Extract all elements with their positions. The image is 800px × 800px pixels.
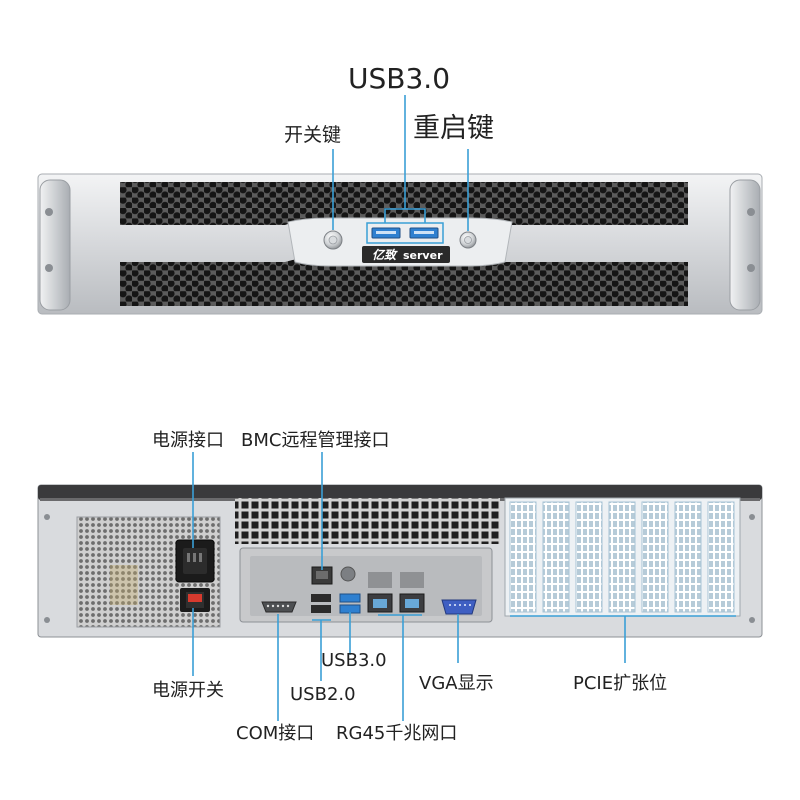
brand-logo-en: server [403,249,443,262]
com-port[interactable] [261,601,297,613]
pcie-slot-6[interactable] [674,501,702,613]
usb30-port-rear-2[interactable] [339,604,361,614]
power-switch-label: 电源开关 [152,680,224,701]
usb20-port-1[interactable] [311,594,331,602]
brand-logo-cn: 亿致 [372,248,398,262]
power-switch[interactable] [180,588,210,612]
usb30-ports-rear [339,593,361,614]
rear-usb30-label: USB3.0 [321,650,387,671]
power-key-label: 开关键 [284,124,341,146]
front-usb30-ports [366,222,444,244]
reset-button[interactable] [459,231,477,249]
vga-label: VGA显示 [419,673,494,694]
front-control-bezel [287,217,513,267]
reset-key-label: 重启键 [413,113,494,144]
pcie-slot-3[interactable] [575,501,603,613]
bmc-port-label: BMC远程管理接口 [241,430,389,451]
audio-jack [340,566,356,582]
rj45-ports [367,572,425,613]
rear-leader-lines [192,452,736,721]
pcie-slot-7[interactable] [707,501,735,613]
front-brand-logo: 亿致 server [362,246,450,263]
pcie-slot-4[interactable] [608,501,636,613]
pcie-slot-1[interactable] [509,501,537,613]
power-button[interactable] [323,230,343,250]
usb30-port-rear-1[interactable] [339,593,361,603]
com-label: COM接口 [236,723,314,744]
left-handle [39,179,71,311]
vga-port[interactable] [441,599,477,615]
front-usb30-label: USB3.0 [348,62,450,95]
rear-vent-grid [235,498,500,544]
front-chassis [37,173,763,315]
front-vent-upper [120,182,688,225]
front-vent-lower [120,258,688,306]
pcie-label: PCIE扩张位 [573,673,667,694]
power-port-label: 电源接口 [152,430,224,451]
rj45-label: RG45千兆网口 [336,723,457,744]
usb20-label: USB2.0 [290,684,356,705]
pcie-slot-area [504,497,741,617]
power-socket[interactable] [175,539,215,583]
usb20-port-2[interactable] [311,605,331,613]
pcie-slot-2[interactable] [542,501,570,613]
right-handle [729,179,761,311]
front-leader-lines [332,95,469,231]
usb20-ports [311,594,331,613]
pcie-slot-5[interactable] [641,501,669,613]
